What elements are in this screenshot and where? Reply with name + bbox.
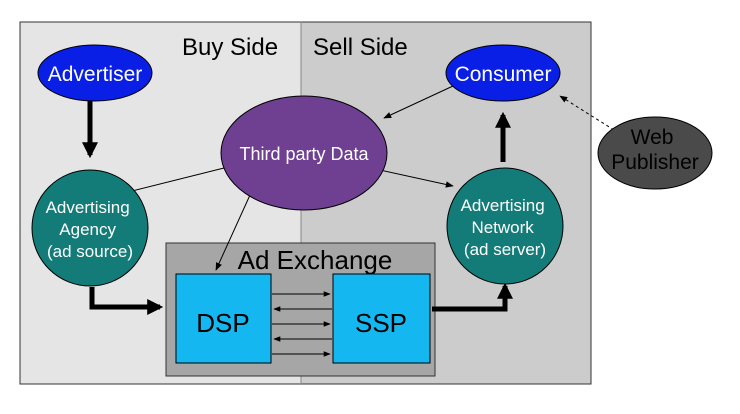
web-publisher-label: Web Publisher	[611, 126, 699, 174]
arrow-ssp-to-network	[432, 282, 513, 312]
web-publisher-node	[597, 116, 713, 190]
advertising-agency-label: Advertising Agency (ad source)	[46, 198, 135, 261]
sell-side-label: Sell Side	[313, 34, 408, 61]
advertising-agency-line-2: Agency	[59, 220, 116, 239]
advertising-network-line-2: Network	[471, 218, 534, 237]
advertising-network-node	[446, 167, 564, 285]
advertiser-node	[37, 44, 153, 102]
web-publisher-line-2: Publisher	[611, 151, 699, 174]
advertising-agency-line-1: Advertising	[46, 198, 130, 217]
arrow-publisher-to-consumer	[559, 95, 615, 131]
third-party-data-label: Third party Data	[239, 144, 369, 164]
advertising-network-line-3: (ad server)	[464, 240, 546, 259]
diagram-frame	[19, 21, 592, 385]
ad-exchange-label: Ad Exchange	[238, 245, 393, 275]
dsp-box	[175, 273, 272, 364]
advertising-agency-line-3: (ad source)	[47, 242, 133, 261]
arrow-consumer-to-data	[383, 85, 454, 119]
buy-side-label: Buy Side	[182, 34, 278, 61]
ssp-box	[332, 273, 431, 364]
dsp-label: DSP	[196, 308, 249, 338]
advertising-agency-node	[31, 169, 149, 287]
advertising-network-line-1: Advertising	[461, 196, 545, 215]
third-party-data-node	[220, 95, 388, 211]
consumer-label: Consumer	[455, 63, 552, 86]
ssp-label: SSP	[355, 308, 407, 338]
arrow-agency-to-dsp	[89, 287, 164, 315]
advertiser-label: Advertiser	[48, 63, 143, 86]
consumer-node	[445, 44, 561, 102]
arrow-data-to-dsp	[215, 194, 251, 271]
arrow-data-to-network	[379, 169, 454, 188]
advertising-network-label: Advertising Network (ad server)	[461, 196, 550, 259]
web-publisher-line-1: Web	[631, 126, 674, 149]
